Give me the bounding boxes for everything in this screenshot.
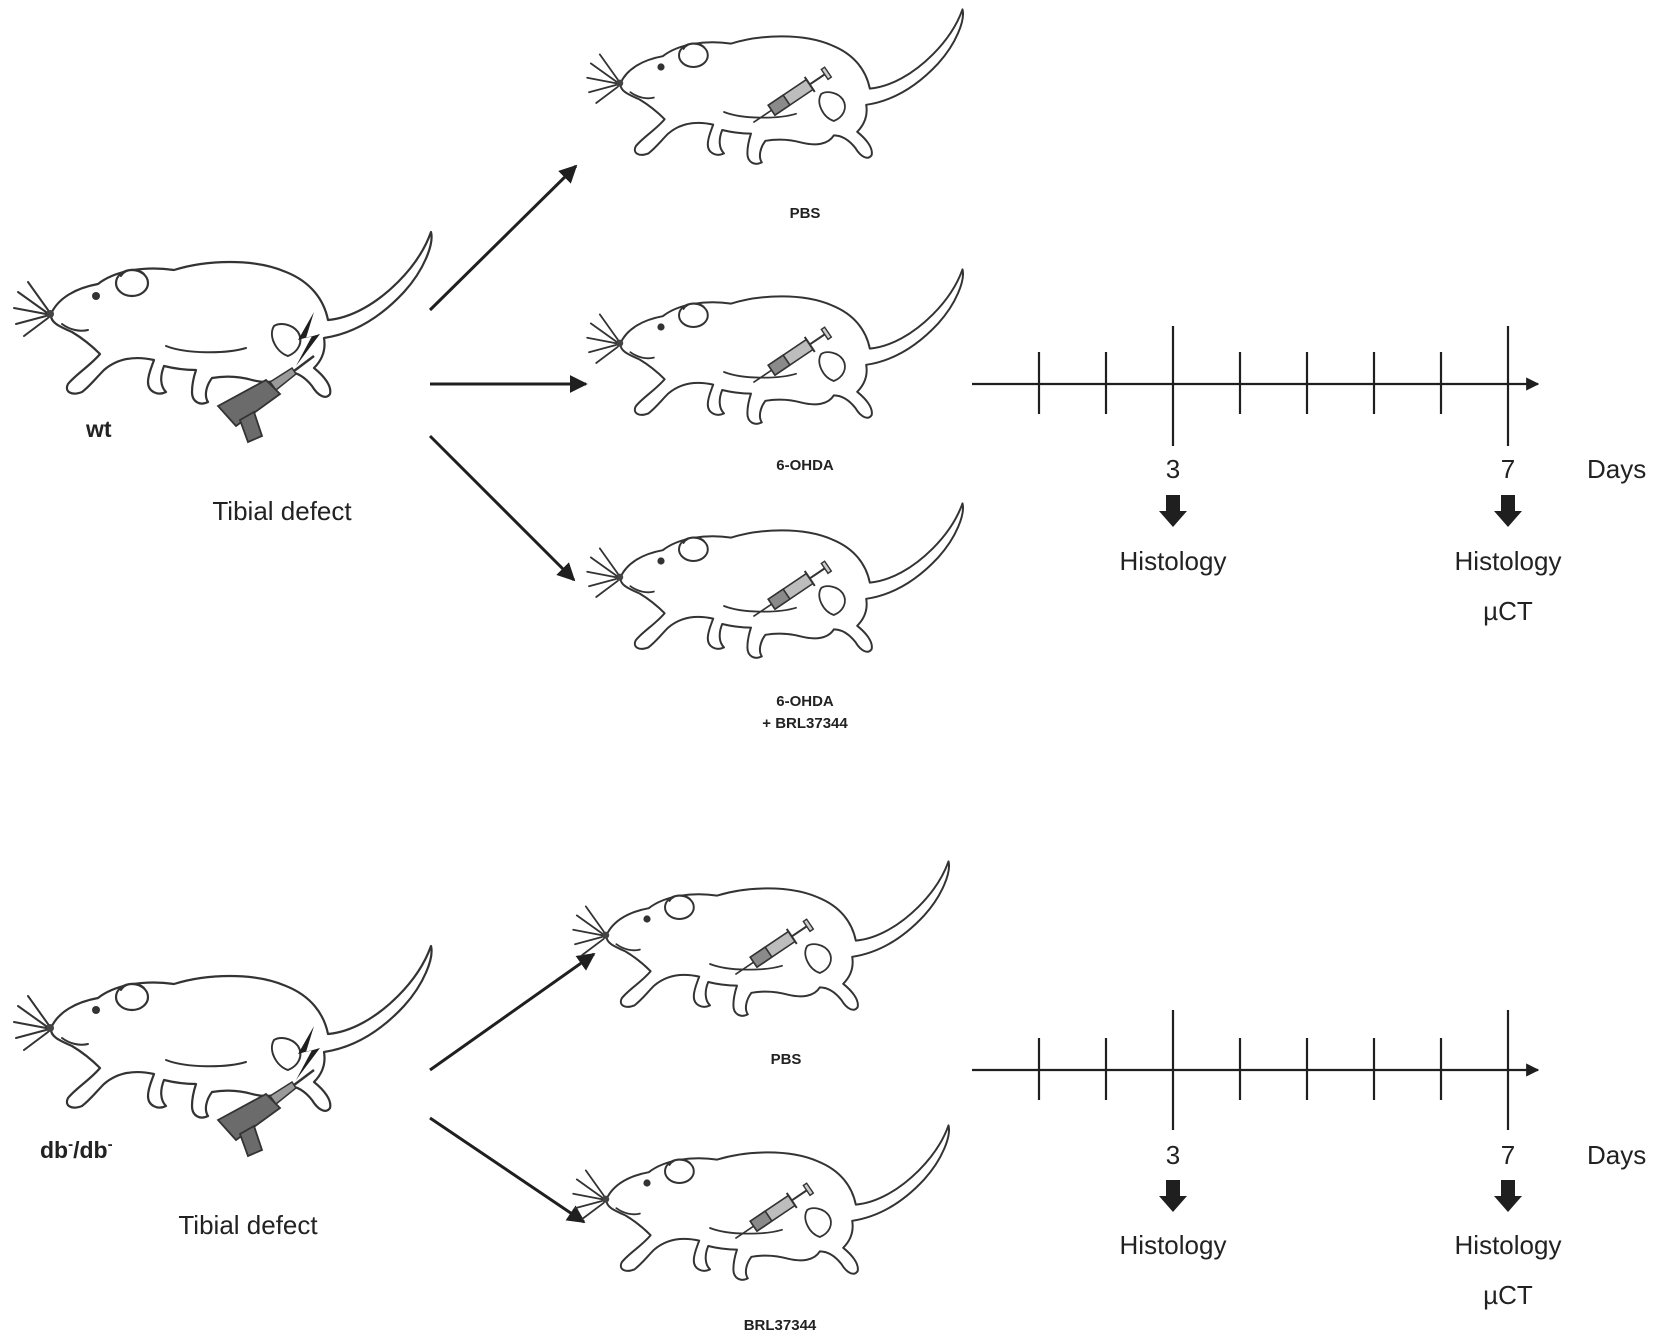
branch-arrow: [429, 952, 596, 1072]
outcome-label: µCT: [1483, 596, 1533, 626]
timeline-ticks: [1037, 1010, 1510, 1130]
time-unit-label: Days: [1587, 1140, 1646, 1170]
timeline-db: 3 7 Days Histology Histology µCT: [972, 1010, 1646, 1310]
day-label: 3: [1166, 1140, 1180, 1170]
treatment-brl37344: BRL37344: [572, 1124, 950, 1334]
genotype-label: db-/db-: [40, 1136, 113, 1163]
treatment-label: PBS: [771, 1051, 802, 1068]
group-db: db-/db- Tibial defect PBS BRL37344: [12, 860, 1646, 1334]
genotype-label: wt: [85, 416, 112, 442]
branch-arrow: [429, 1116, 586, 1224]
down-arrow-icon: [1159, 1180, 1187, 1212]
treatment-label: 6-OHDA: [776, 693, 834, 710]
timeline-ticks: [1037, 326, 1510, 446]
procedure-label: Tibial defect: [212, 496, 352, 526]
day-label: 3: [1166, 454, 1180, 484]
day-label: 7: [1501, 1140, 1515, 1170]
day-label: 7: [1501, 454, 1515, 484]
mouse-icon: [586, 502, 964, 659]
mouse-icon: [586, 8, 964, 165]
group-wt: wt Tibial defect PBS 6-OHDA 6-OHDA + BRL…: [12, 8, 1646, 732]
treatment-6ohda-brl37344: 6-OHDA + BRL37344: [586, 502, 964, 732]
time-unit-label: Days: [1587, 454, 1646, 484]
outcome-label: Histology: [1120, 1230, 1227, 1260]
treatment-pbs: PBS: [572, 860, 950, 1068]
outcome-label: µCT: [1483, 1280, 1533, 1310]
timeline-wt: 3 7 Days Histology Histology µCT: [972, 326, 1646, 626]
down-arrow-icon: [1159, 495, 1187, 527]
treatment-6ohda: 6-OHDA: [586, 268, 964, 474]
treatment-label: + BRL37344: [762, 715, 848, 732]
branch-arrow: [428, 164, 578, 312]
mouse-icon: [12, 230, 433, 405]
source-mouse-wt: wt Tibial defect: [12, 230, 433, 526]
treatment-pbs: PBS: [586, 8, 964, 222]
procedure-label: Tibial defect: [178, 1210, 318, 1240]
outcome-label: Histology: [1455, 1230, 1562, 1260]
branch-arrows-db: [429, 952, 596, 1224]
treatment-label: 6-OHDA: [776, 457, 834, 474]
outcome-label: Histology: [1455, 546, 1562, 576]
outcome-label: Histology: [1120, 546, 1227, 576]
down-arrow-icon: [1494, 1180, 1522, 1212]
treatment-label: BRL37344: [744, 1317, 817, 1334]
branch-arrows-wt: [428, 164, 588, 582]
down-arrow-icon: [1494, 495, 1522, 527]
treatment-label: PBS: [790, 205, 821, 222]
mouse-icon: [586, 268, 964, 425]
mouse-icon: [572, 860, 950, 1017]
source-mouse-db: db-/db- Tibial defect: [12, 944, 433, 1240]
mouse-icon: [572, 1124, 950, 1281]
mouse-icon: [12, 944, 433, 1119]
branch-arrow: [428, 434, 576, 582]
